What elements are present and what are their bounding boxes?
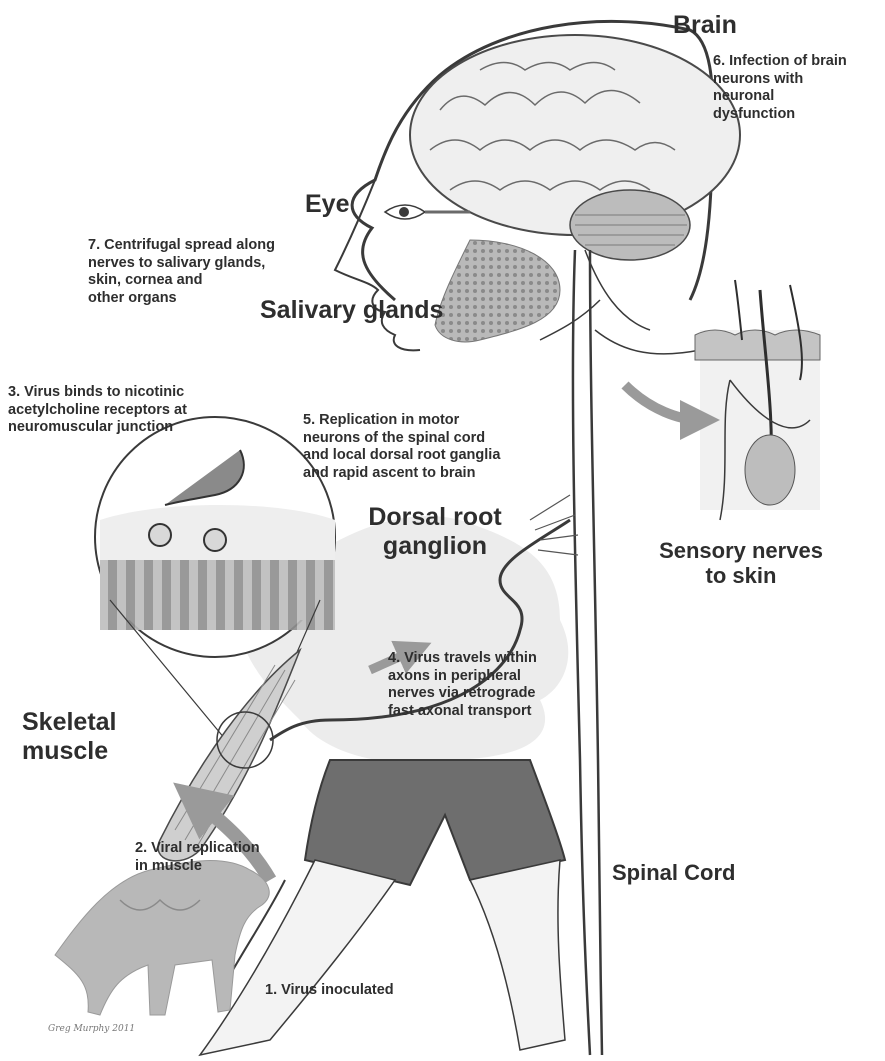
sensory-nerves-label: Sensory nerves to skin <box>659 538 823 589</box>
salivary-glands-label: Salivary glands <box>260 296 444 324</box>
step-5-label: 5. Replication in motor neurons of the s… <box>303 412 501 482</box>
arrow-to-skin <box>621 381 720 440</box>
dorsal-root-ganglion-label: Dorsal root ganglion <box>368 503 502 560</box>
salivary-gland-shape <box>434 239 561 343</box>
spinal-cord-shape <box>571 249 592 1056</box>
right-leg <box>468 859 566 1051</box>
step-1-label: 1. Virus inoculated <box>265 982 394 998</box>
spinal-cord-label: Spinal Cord <box>612 860 736 885</box>
step-7-label: 7. Centrifugal spread along nerves to sa… <box>88 237 275 307</box>
step-3-label: 3. Virus binds to nicotinic acetylcholin… <box>8 384 187 436</box>
skin-section <box>694 279 821 521</box>
dorsal-root-ganglion-fibers <box>529 494 579 556</box>
face-profile <box>333 179 421 352</box>
left-leg <box>198 859 397 1057</box>
brain-shape <box>409 34 741 236</box>
dog-silhouette <box>54 860 270 1016</box>
shorts <box>303 759 567 887</box>
arrow-to-muscle <box>173 782 277 884</box>
step-4-label: 4. Virus travels within axons in periphe… <box>388 650 537 720</box>
brain-gyri <box>429 61 676 191</box>
step-2-label: 2. Viral replication in muscle <box>135 840 260 874</box>
skeletal-muscle-label: Skeletal muscle <box>22 708 117 765</box>
muscle-focus-circle <box>216 711 274 769</box>
arrow-to-ganglion <box>368 640 432 675</box>
neuromuscular-junction-inset <box>94 416 336 658</box>
brain-label: Brain <box>673 11 737 39</box>
artist-signature: Greg Murphy 2011 <box>48 1024 136 1034</box>
step-6-label: 6. Infection of brain neurons with neuro… <box>713 53 847 123</box>
nerve-branches <box>539 249 701 355</box>
peripheral-nerve-path <box>269 518 571 742</box>
eye-label: Eye <box>305 190 350 218</box>
